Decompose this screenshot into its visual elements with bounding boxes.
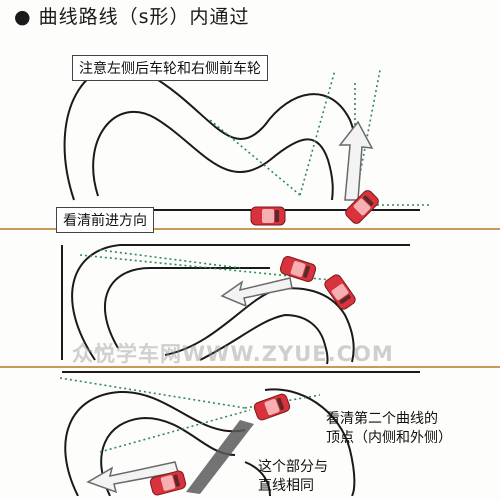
panel2-guide-dots	[79, 249, 331, 281]
panel3-note-straight-line1: 这个部分与	[258, 459, 328, 475]
panel1-car-a	[250, 206, 286, 226]
panel3-note-apex: 看清第二个曲线的 顶点（内侧和外侧）	[326, 410, 452, 448]
panel1-guide-dots	[209, 69, 430, 206]
panel3-guide-dots	[59, 377, 321, 453]
panel2-car-b	[322, 272, 358, 312]
panel3-note-straight-line2: 直线相同	[258, 478, 314, 494]
diagram-title: ● 曲线路线（s形）内通过	[14, 6, 250, 28]
panel1-callout-direction: 看清前进方向	[56, 207, 154, 233]
panel3-car-a	[252, 392, 292, 422]
panel1-direction-arrow	[338, 120, 374, 201]
panel3-note-straight: 这个部分与 直线相同	[258, 458, 328, 496]
panel2-road	[61, 244, 410, 365]
panel3-note-apex-line1: 看清第二个曲线的	[326, 411, 438, 427]
panel3-note-apex-line2: 顶点（内侧和外侧）	[326, 430, 452, 446]
panel2-direction-arrow	[220, 277, 293, 308]
panel1-callout-wheels: 注意左侧后车轮和右侧前车轮	[72, 55, 268, 81]
watermark-text: 众悦学车网WWW.ZYUE.COM	[72, 342, 394, 366]
panel3-road	[62, 371, 420, 497]
panel3-straight-segment	[186, 420, 254, 494]
